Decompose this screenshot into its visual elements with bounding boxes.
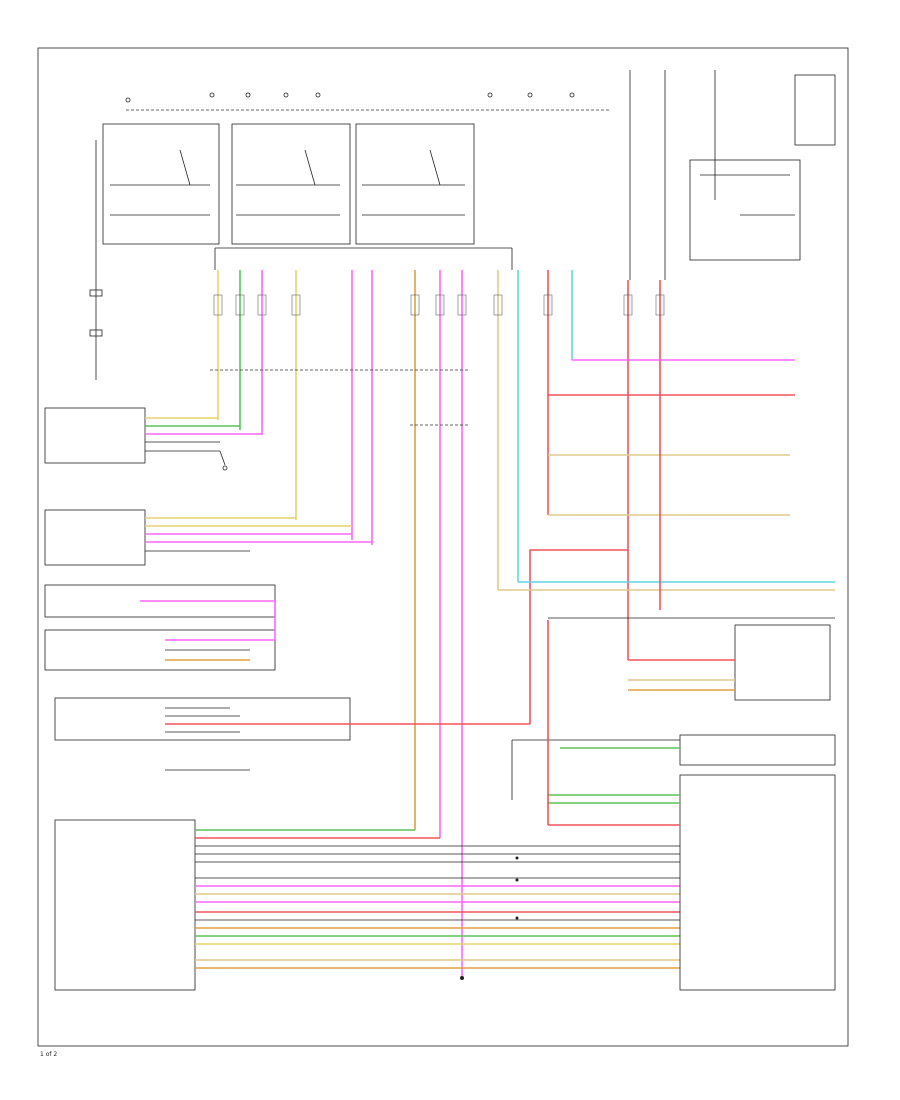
left-front-door-module-connector — [54, 819, 680, 991]
top-left-relay-block — [102, 92, 610, 245]
left-ground-circuit — [89, 140, 103, 380]
red-crossover-wire — [529, 549, 628, 724]
top-right-relay-block — [629, 70, 836, 280]
wire-color-tags — [213, 294, 665, 316]
page-id: 1 of 2 — [40, 1051, 57, 1058]
liftgate-switch — [44, 584, 276, 671]
left-rear-door-module — [54, 697, 530, 771]
right-front-door-module-connector — [511, 620, 836, 991]
driver-door-switch — [44, 509, 372, 566]
vertical-wire-bundle — [217, 270, 661, 980]
connector-ticks — [210, 369, 519, 980]
right-side-wires — [498, 359, 835, 619]
diagram-border — [37, 47, 849, 1047]
passenger-door-switch — [44, 407, 262, 466]
